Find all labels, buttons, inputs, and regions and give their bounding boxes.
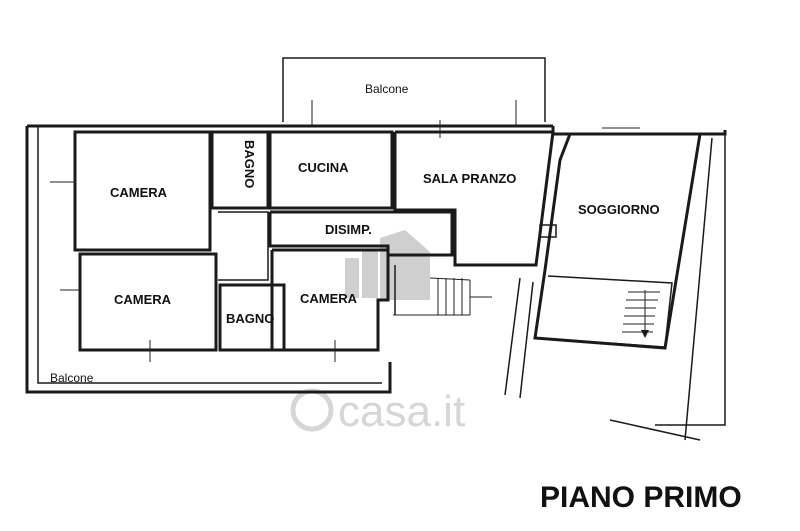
balcony-top [282,57,546,125]
watermark-circle-icon [290,388,334,432]
label-sala-pranzo: SALA PRANZO [423,171,516,186]
house-logo-icon [345,230,430,300]
label-balcone-bottom: Balcone [50,371,94,385]
building-outline [25,124,727,441]
label-balcone-top: Balcone [365,82,409,96]
floor-title: PIANO PRIMO [540,481,742,514]
watermark: casa.it [290,230,465,436]
label-camera-bottom-middle: CAMERA [300,291,358,306]
stairs [429,277,660,338]
room-walls [73,130,702,352]
watermark-text: casa.it [338,387,465,436]
label-camera-bottom-left: CAMERA [114,292,172,307]
room-labels: CAMERA BAGNO CUCINA SALA PRANZO SOGGIORN… [110,140,660,326]
label-cucina: CUCINA [298,160,349,175]
label-soggiorno: SOGGIORNO [578,202,660,217]
label-bagno-bottom: BAGNO [226,311,274,326]
label-disimp: DISIMP. [325,222,372,237]
window-marks [50,120,640,362]
label-bagno-vertical: BAGNO [242,140,257,188]
stair-arrow-icon [641,330,649,338]
label-camera-top-left: CAMERA [110,185,168,200]
